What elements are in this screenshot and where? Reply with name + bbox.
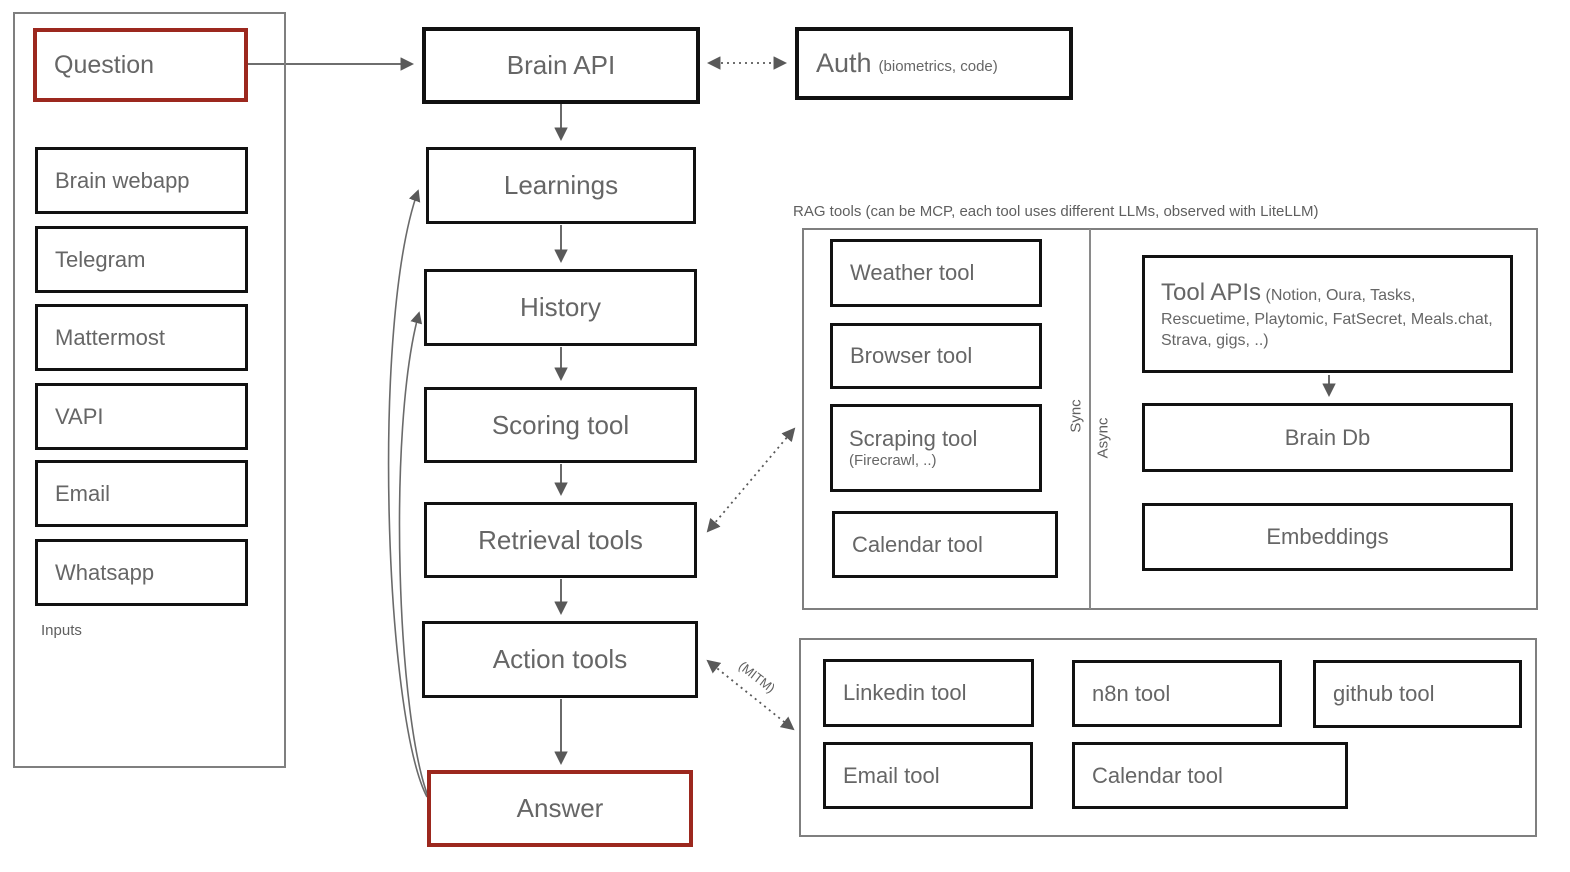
inputs-caption: Inputs xyxy=(41,622,82,639)
input-node-email: Email xyxy=(35,460,248,527)
input-node-whatsapp: Whatsapp xyxy=(35,539,248,606)
linkedin-tool-node: Linkedin tool xyxy=(823,659,1034,727)
input-node-vapi: VAPI xyxy=(35,383,248,450)
calendar-tool-node-rag: Calendar tool xyxy=(832,511,1058,578)
step-label: Learnings xyxy=(503,170,619,200)
mitm-label: (MITM) xyxy=(735,658,779,696)
answer-node: Answer xyxy=(427,770,693,847)
history-node: History xyxy=(424,269,697,346)
brain-db-node: Brain Db xyxy=(1142,403,1513,472)
email-tool-node: Email tool xyxy=(823,742,1033,809)
tool-label: Browser tool xyxy=(850,343,973,368)
answer-label: Answer xyxy=(516,793,604,823)
scraping-subtitle: (Firecrawl, ..) xyxy=(849,452,937,470)
step-label: History xyxy=(520,292,601,322)
tool-apis-subtitle: (Notion, Oura, Tasks, Rescuetime, Playto… xyxy=(1161,287,1493,349)
tool-apis-title: Tool APIs xyxy=(1161,279,1262,307)
tool-label: Email tool xyxy=(843,762,940,788)
step-label: Retrieval tools xyxy=(478,524,643,555)
weather-tool-node: Weather tool xyxy=(830,239,1042,307)
learnings-node: Learnings xyxy=(426,147,696,224)
arrow-retrieval-rag xyxy=(706,427,796,533)
tool-label: n8n tool xyxy=(1092,680,1171,706)
step-label: Action tools xyxy=(492,644,628,674)
input-node-telegram: Telegram xyxy=(35,226,248,293)
async-label: Async xyxy=(1094,417,1112,459)
input-node-brain-webapp: Brain webapp xyxy=(35,147,248,214)
tool-label: Linkedin tool xyxy=(843,680,967,705)
input-node-mattermost: Mattermost xyxy=(35,304,248,371)
brain-db-label: Brain Db xyxy=(1284,424,1371,450)
question-node: Question xyxy=(33,28,248,102)
rag-panel-caption: RAG tools (can be MCP, each tool uses di… xyxy=(793,203,1319,220)
rag-panel xyxy=(802,228,1538,610)
calendar-tool-node-action: Calendar tool xyxy=(1072,742,1348,809)
retrieval-tools-node: Retrieval tools xyxy=(424,502,697,578)
brain-api-node: Brain API xyxy=(422,27,700,104)
scoring-tool-node: Scoring tool xyxy=(424,387,697,463)
tool-label: Calendar tool xyxy=(852,531,983,557)
browser-tool-node: Browser tool xyxy=(830,323,1042,389)
input-label: Telegram xyxy=(55,246,146,272)
auth-title: Auth xyxy=(816,48,872,78)
action-tools-node: Action tools xyxy=(422,621,698,698)
input-label: Brain webapp xyxy=(55,167,190,193)
tool-label: github tool xyxy=(1333,681,1435,706)
input-label: Mattermost xyxy=(55,324,166,350)
sync-label: Sync xyxy=(1067,399,1085,433)
tool-label: Scraping tool xyxy=(849,425,978,451)
github-tool-node: github tool xyxy=(1313,660,1522,728)
tool-apis-node: Tool APIs (Notion, Oura, Tasks, Rescueti… xyxy=(1142,255,1513,373)
sync-async-divider xyxy=(1089,229,1091,609)
inputs-panel xyxy=(13,12,286,768)
embeddings-node: Embeddings xyxy=(1142,503,1513,571)
tool-label: Calendar tool xyxy=(1092,762,1223,788)
auth-node: Auth (biometrics, code) xyxy=(795,27,1073,100)
embeddings-label: Embeddings xyxy=(1266,524,1389,549)
arrow-answer-to-learnings xyxy=(387,189,428,798)
action-tools-panel xyxy=(799,638,1537,837)
input-label: Email xyxy=(55,480,111,506)
auth-subtitle: (biometrics, code) xyxy=(878,58,998,75)
brain-api-label: Brain API xyxy=(506,50,616,80)
tool-label: Weather tool xyxy=(850,260,975,285)
input-label: Whatsapp xyxy=(55,559,155,585)
n8n-tool-node: n8n tool xyxy=(1072,660,1282,727)
question-label: Question xyxy=(54,50,155,79)
step-label: Scoring tool xyxy=(491,409,630,440)
input-label: VAPI xyxy=(55,403,104,429)
scraping-tool-node: Scraping tool (Firecrawl, ..) xyxy=(830,404,1042,492)
